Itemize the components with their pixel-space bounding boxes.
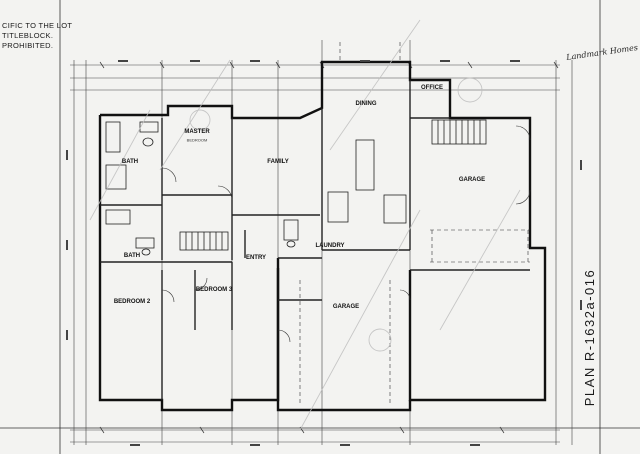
plan-title: PLAN R-1632a-016 [581,268,597,407]
room-family: FAMILY [267,159,289,165]
room-entry: ENTRY [245,255,267,261]
dimension-labels [66,60,582,446]
exterior-walls [98,60,547,412]
title-note-1: CIFIC TO THE LOT [2,21,73,30]
room-bedroom-2: BEDROOM 2 [113,299,151,305]
stairs [179,119,487,251]
room-master: MASTER [184,129,210,135]
room-bath-hall: BATH [123,253,141,259]
room-laundry: LAUNDRY [315,243,345,249]
title-note-3: PROHIBITED. [2,41,54,50]
room-garage-side: GARAGE [458,177,486,183]
garage-doors [299,40,530,405]
door-swings [161,125,531,343]
interior-walls [100,80,530,400]
room-master-sub: BEDROOM [186,137,208,143]
room-bath-master: BATH [121,159,139,165]
title-note-2: TITLEBLOCK. [2,31,54,40]
watermark [89,19,521,431]
dimension-ticks [99,61,559,434]
room-bedroom-3: BEDROOM 3 [195,287,233,293]
fixtures [105,121,407,256]
room-dining: DINING [355,101,377,107]
room-garage-main: GARAGE [332,304,360,310]
room-office: OFFICE [421,85,443,91]
